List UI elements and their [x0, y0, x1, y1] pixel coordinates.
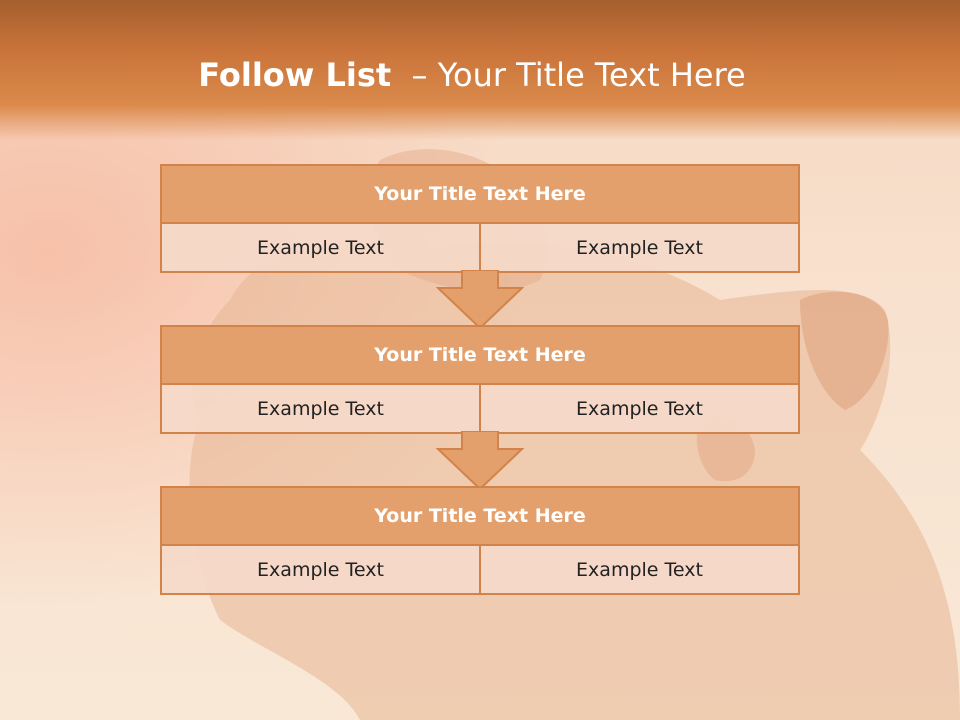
- step-2-left-text: Example Text: [162, 385, 479, 432]
- step-title-2: Your Title Text Here: [162, 327, 798, 385]
- down-arrow-icon: [436, 431, 524, 491]
- step-3-right-text: Example Text: [479, 546, 798, 593]
- step-3-left-text: Example Text: [162, 546, 479, 593]
- step-box-1: Your Title Text Here Example Text Exampl…: [160, 164, 800, 273]
- step-1-right-text: Example Text: [479, 224, 798, 271]
- title-rest: – Your Title Text Here: [391, 56, 746, 94]
- step-box-2: Your Title Text Here Example Text Exampl…: [160, 325, 800, 434]
- step-row-2: Example Text Example Text: [162, 385, 798, 432]
- step-1-left-text: Example Text: [162, 224, 479, 271]
- step-title-1: Your Title Text Here: [162, 166, 798, 224]
- step-title-3: Your Title Text Here: [162, 488, 798, 546]
- step-row-1: Example Text Example Text: [162, 224, 798, 271]
- title-bar: [0, 0, 960, 140]
- slide-title: Follow List – Your Title Text Here: [0, 56, 944, 94]
- step-row-3: Example Text Example Text: [162, 546, 798, 593]
- step-2-right-text: Example Text: [479, 385, 798, 432]
- title-bold: Follow List: [198, 56, 392, 94]
- down-arrow-icon: [436, 270, 524, 330]
- step-box-3: Your Title Text Here Example Text Exampl…: [160, 486, 800, 595]
